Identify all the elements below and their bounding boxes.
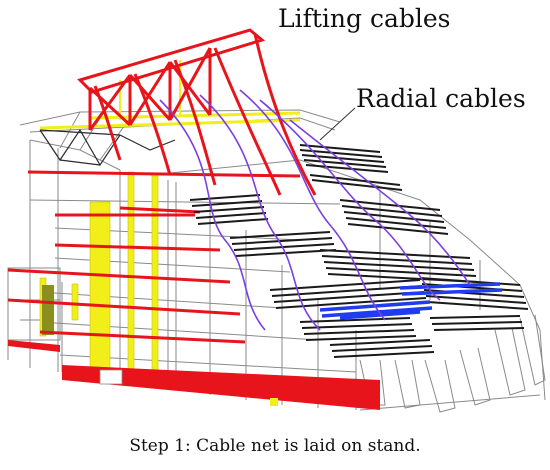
- olive-block: [42, 285, 54, 335]
- figure-caption: Step 1: Cable net is laid on stand.: [129, 436, 421, 456]
- red-base-left: [8, 340, 60, 352]
- lifting-cables: [77, 28, 317, 196]
- red-base: [62, 365, 380, 410]
- radial-cables-leader: [319, 107, 356, 141]
- roof-truss: [39, 128, 176, 167]
- radial-cables-label: Radial cables: [356, 84, 526, 113]
- blue-beams: [319, 282, 503, 320]
- yellow-marker: [270, 398, 278, 406]
- stand-beams: [189, 144, 529, 358]
- radial-cables: [159, 89, 471, 331]
- white-block: [99, 369, 123, 385]
- lifting-cables-label: Lifting cables: [278, 4, 451, 33]
